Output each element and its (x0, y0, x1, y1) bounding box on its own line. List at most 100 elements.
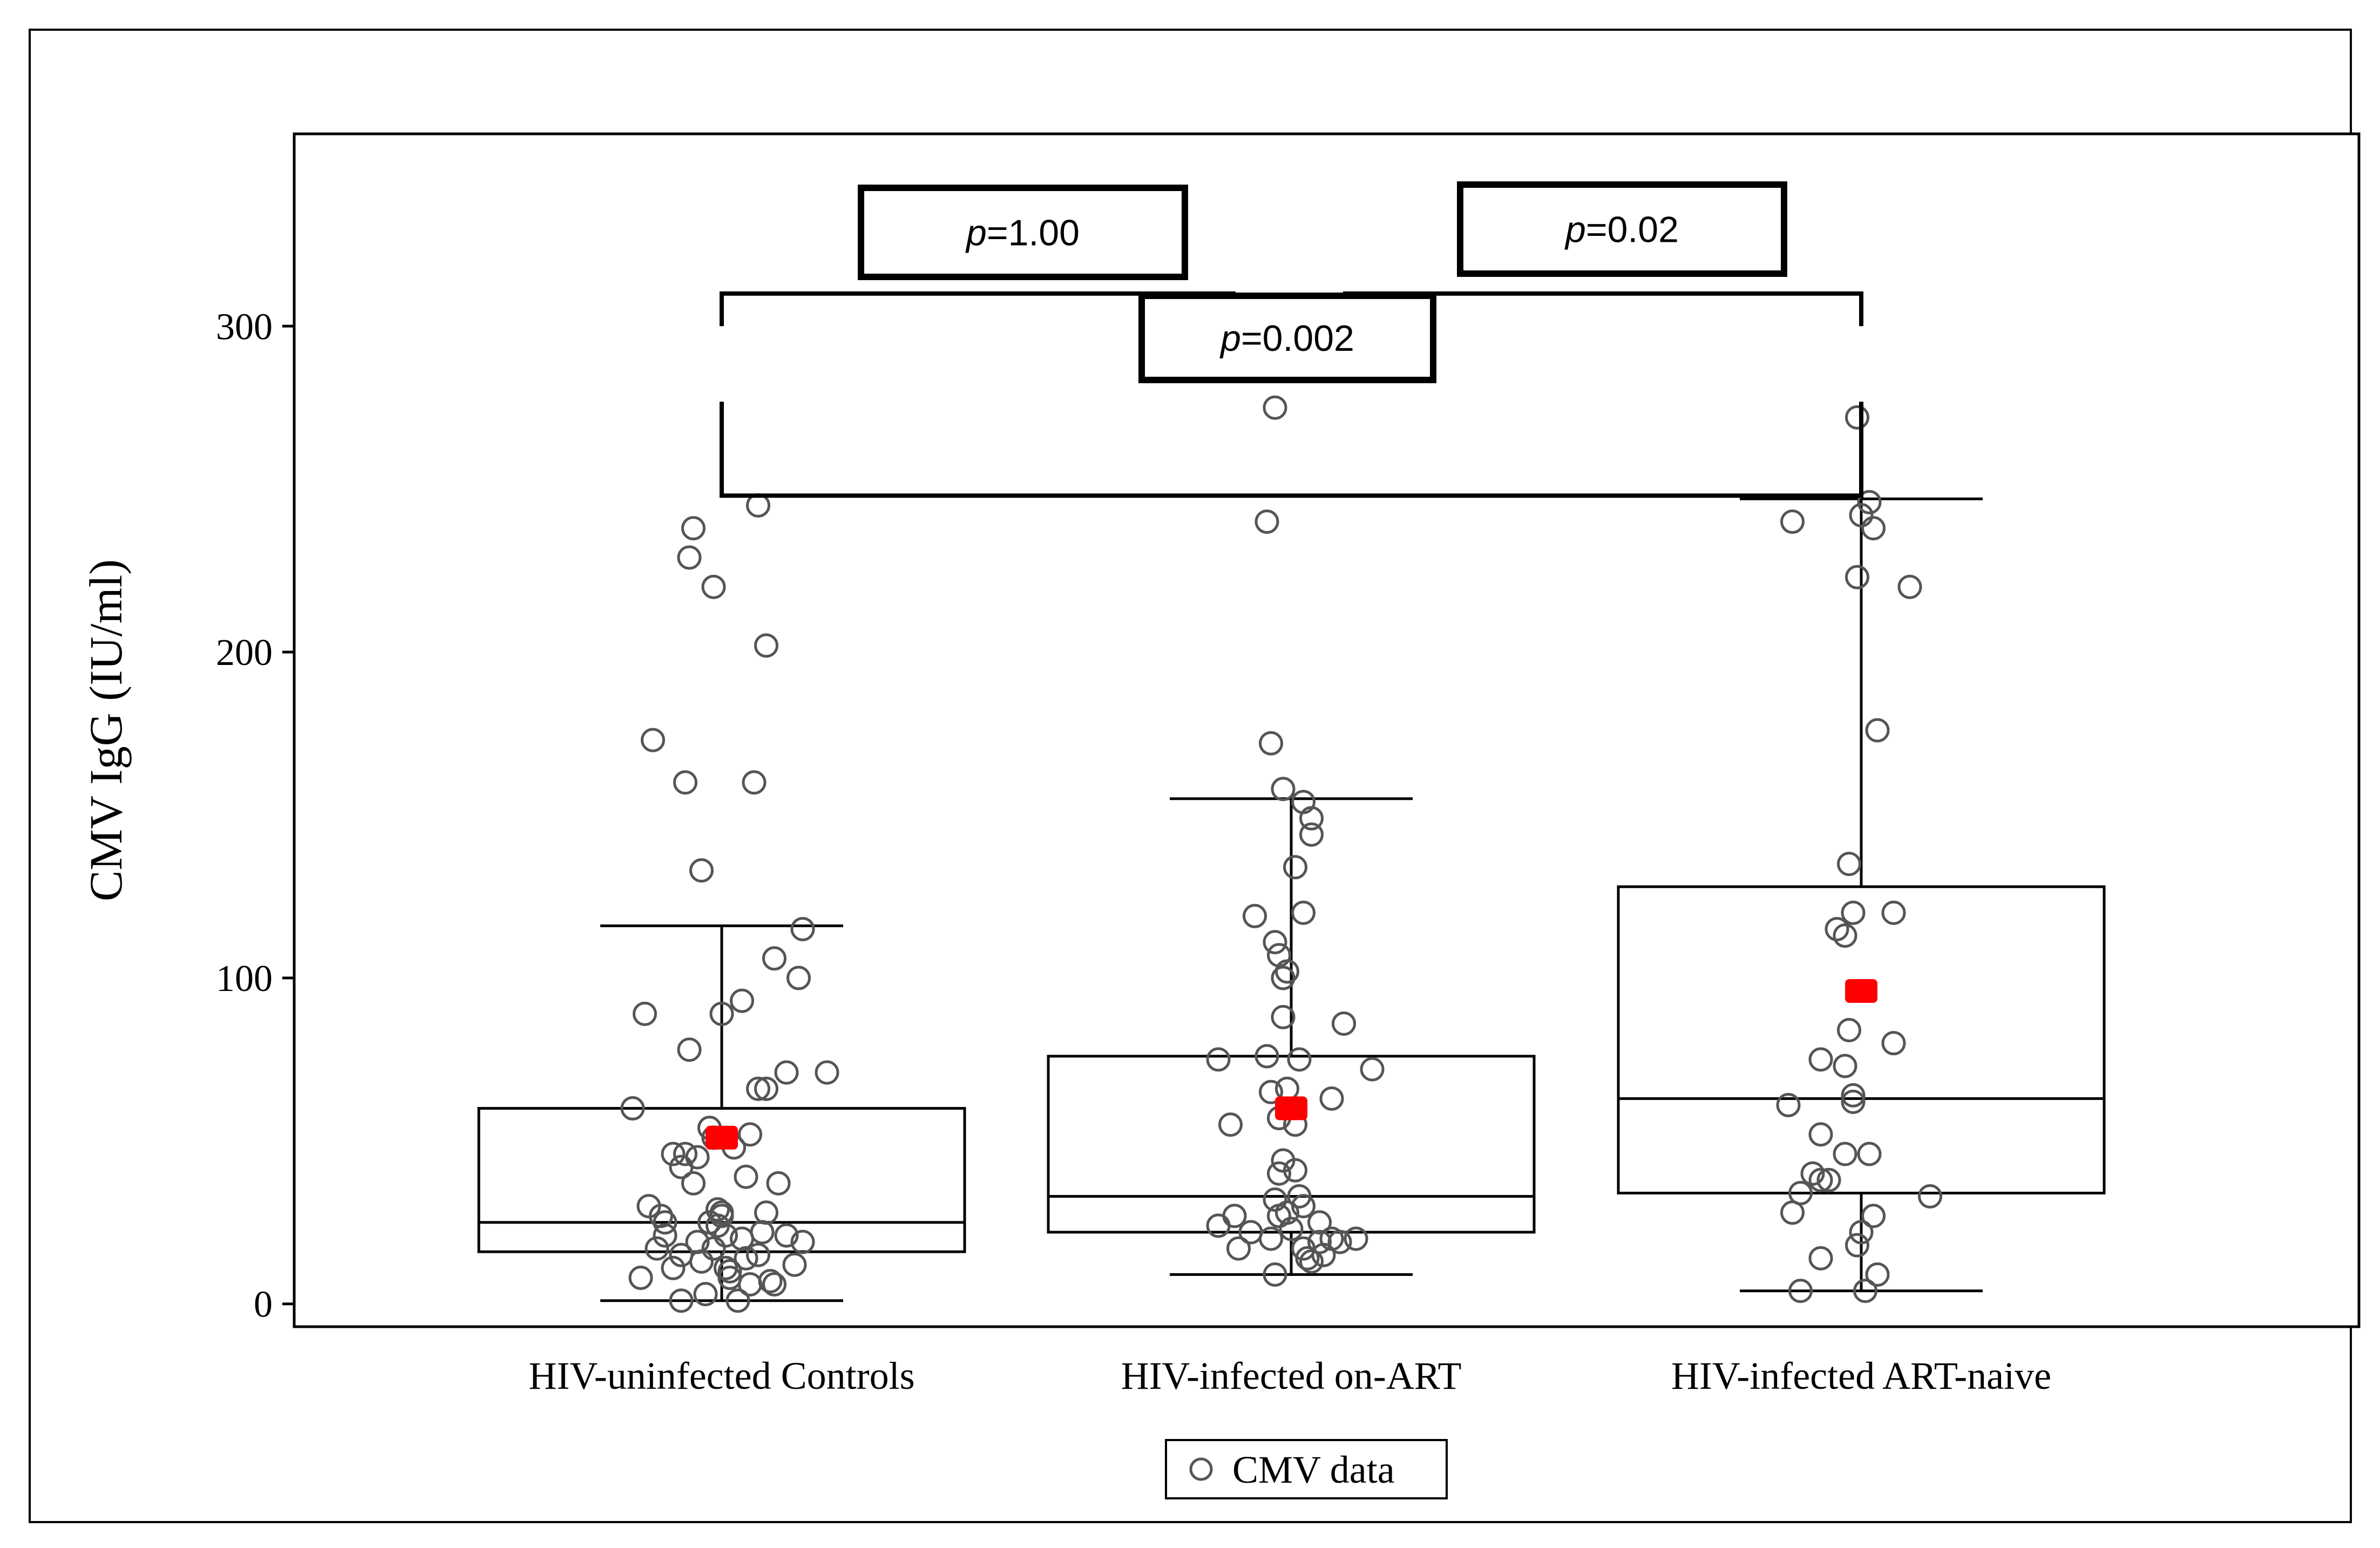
data-point (725, 1288, 750, 1313)
data-point (1837, 852, 1861, 877)
data-point (746, 1076, 770, 1101)
data-point (706, 1197, 730, 1222)
data-point (1861, 516, 1886, 541)
data-point (1857, 1142, 1882, 1166)
box (1617, 885, 2106, 1194)
data-point (1849, 503, 1874, 527)
data-point (1299, 806, 1324, 831)
x-tick-label: HIV-infected ART-naive (1671, 1354, 2051, 1397)
p-value-label: p=1.00 (965, 213, 1080, 254)
data-point (1327, 1230, 1352, 1254)
x-tick-label: HIV-uninfected Controls (528, 1354, 914, 1397)
data-point (754, 633, 778, 658)
legend-label: CMV data (1232, 1448, 1395, 1491)
data-point (1344, 1226, 1368, 1251)
data-point (1853, 1279, 1877, 1303)
data-point (628, 1265, 653, 1290)
data-point (1845, 1233, 1869, 1258)
data-point (1206, 1213, 1231, 1238)
data-point (1841, 900, 1866, 925)
data-point (782, 1252, 807, 1277)
data-point (1263, 1187, 1287, 1212)
mean-marker (1845, 979, 1877, 1003)
data-point (661, 1255, 686, 1280)
data-point (1841, 1083, 1866, 1108)
data-point (1837, 1018, 1861, 1043)
data-point (709, 1001, 734, 1026)
p-value-box (1457, 181, 1787, 277)
data-point (673, 1142, 697, 1166)
data-point (734, 1164, 758, 1189)
p-value-label: p=0.002 (1219, 318, 1354, 359)
data-point (685, 1230, 710, 1254)
data-point (709, 1200, 734, 1225)
data-point (681, 1171, 706, 1196)
data-point (774, 1060, 799, 1085)
data-point (1865, 1262, 1890, 1287)
data-point (1279, 1217, 1304, 1241)
data-point (1255, 1044, 1279, 1069)
data-point (1271, 1004, 1296, 1029)
data-point (746, 1243, 770, 1267)
data-point (1825, 916, 1849, 941)
box (477, 1106, 966, 1253)
y-tick-label: 0 (254, 1284, 273, 1326)
data-point (1283, 1158, 1307, 1183)
data-point (1263, 929, 1287, 954)
data-point (701, 1236, 726, 1261)
data-point (1808, 1246, 1833, 1271)
data-point (1849, 1220, 1874, 1245)
data-point (681, 516, 706, 541)
legend-box (1165, 1439, 1448, 1499)
box (1047, 1055, 1536, 1234)
data-point (1299, 1249, 1324, 1274)
data-point (1226, 1236, 1251, 1261)
data-point (1299, 822, 1324, 847)
data-point (738, 1122, 762, 1147)
data-point (1833, 923, 1857, 948)
data-point (1841, 1089, 1866, 1114)
data-point (1243, 904, 1267, 928)
legend-marker (1189, 1457, 1213, 1481)
data-point (677, 1037, 702, 1062)
data-point (1259, 1079, 1283, 1104)
p-value-box (858, 185, 1188, 280)
data-point (730, 988, 754, 1013)
mean-markers (706, 979, 1877, 1150)
data-point (1283, 855, 1307, 880)
data-point (1918, 1184, 1942, 1208)
data-point (653, 1223, 677, 1248)
data-points (620, 395, 1942, 1313)
data-point (1267, 1161, 1291, 1186)
data-point (689, 858, 714, 883)
data-point (1800, 1161, 1825, 1186)
x-tick-label: HIV-infected on-ART (1121, 1354, 1462, 1397)
data-point (774, 1223, 799, 1248)
data-point (653, 1210, 677, 1235)
data-point (661, 1142, 686, 1166)
data-point (693, 1282, 718, 1307)
p-symbol: p (965, 213, 987, 254)
data-point (1311, 1243, 1336, 1267)
data-point (790, 916, 815, 941)
data-point (730, 1226, 754, 1251)
data-point (673, 770, 697, 795)
data-point (669, 1288, 694, 1313)
data-point (790, 1230, 815, 1254)
p-value: =0.02 (1586, 209, 1679, 250)
data-point (1788, 1279, 1813, 1303)
data-point (1808, 1167, 1833, 1192)
data-point (1259, 1226, 1283, 1251)
y-axis-label: CMV IgG (IU/ml) (80, 559, 132, 901)
data-point (1776, 1092, 1801, 1117)
y-tick-label: 300 (216, 306, 273, 348)
data-point (762, 946, 786, 971)
data-point (762, 1272, 786, 1297)
data-point (669, 1243, 694, 1267)
data-point (669, 1155, 694, 1179)
p-value-label: p=0.02 (1564, 209, 1679, 250)
data-point (1263, 1262, 1287, 1287)
data-point (641, 728, 665, 752)
